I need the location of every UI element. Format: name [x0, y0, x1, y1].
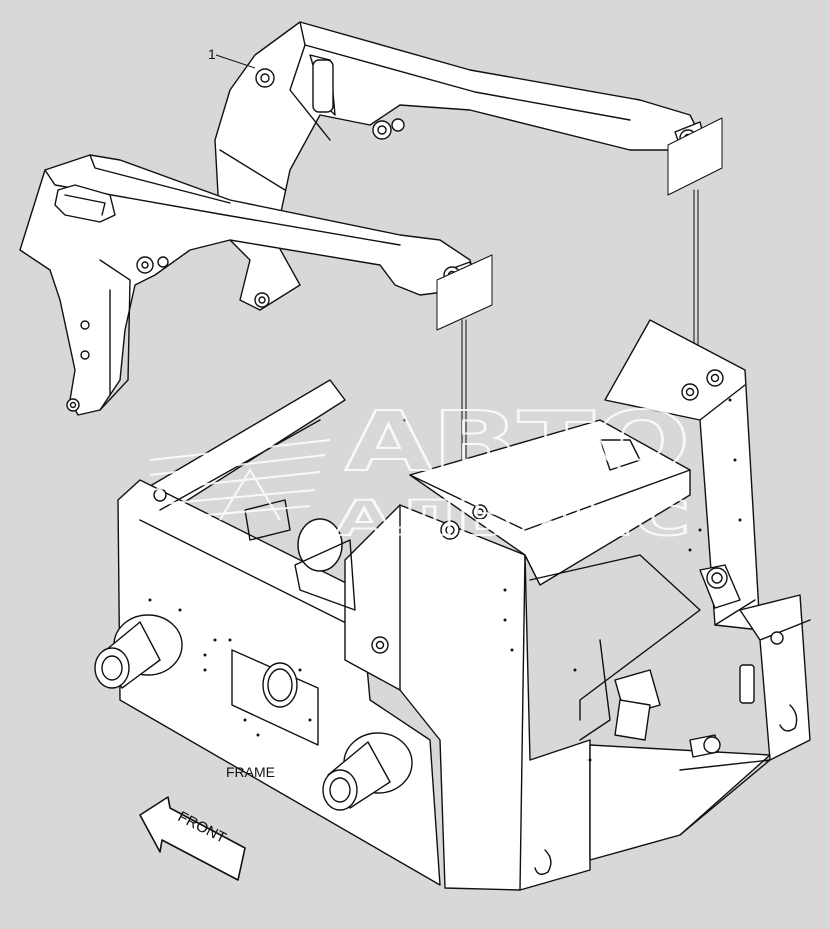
svg-text:АЛЬЯНС: АЛЬЯНС — [335, 491, 690, 547]
axle-housing-left — [94, 614, 183, 689]
rear-arm — [214, 21, 701, 311]
svg-text:АВТО: АВТО — [345, 395, 690, 490]
frame-floor-plate — [589, 744, 771, 861]
callout-leader-line — [215, 54, 256, 69]
loader-arm-assembly — [19, 21, 709, 416]
rear-arm-slot — [312, 59, 334, 113]
front-direction-arrow — [139, 796, 246, 881]
frame-front-body — [344, 504, 591, 891]
watermark-logo: АВТО АЛЬЯНС — [149, 394, 691, 548]
axle-housing-right — [322, 732, 413, 811]
frame-label: FRAME — [226, 764, 275, 780]
machine-frame — [94, 319, 811, 891]
frame-cross-member — [409, 419, 691, 586]
callout-number-1: 1 — [208, 46, 216, 62]
fastener-dots — [148, 398, 742, 762]
frame-rear-block — [739, 594, 811, 761]
front-arm-handhold — [54, 184, 116, 223]
